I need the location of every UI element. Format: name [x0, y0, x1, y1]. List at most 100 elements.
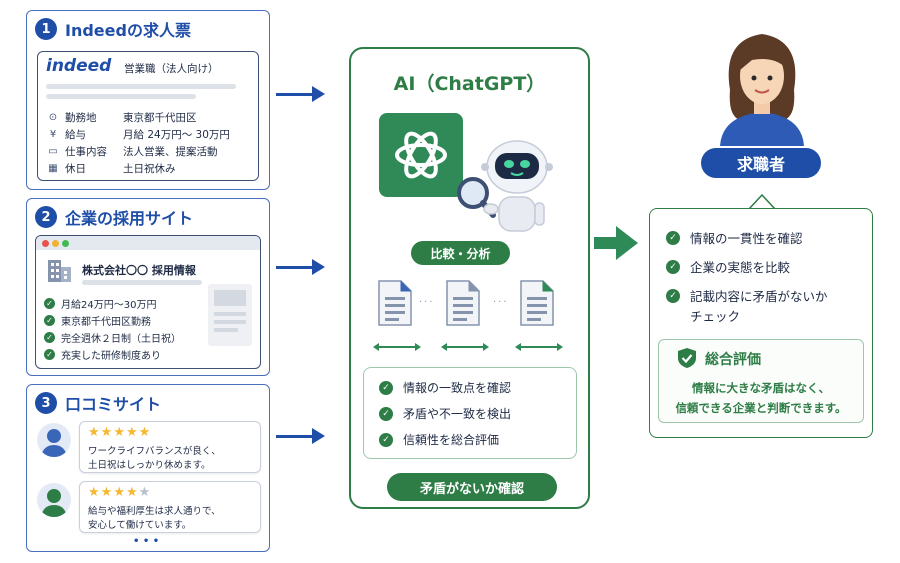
company-info-text: 充実した研修制度あり: [61, 351, 161, 362]
check-icon: ✓: [44, 349, 55, 360]
arrow-head: [312, 86, 325, 102]
document-icon: [445, 279, 481, 327]
job-detail-value: 東京都千代田区: [123, 112, 197, 124]
job-title: 営業職（法人向け）: [124, 63, 219, 75]
arrow-head: [312, 428, 325, 444]
chatgpt-logo-icon: [379, 113, 463, 197]
company-site-panel-title: 企業の採用サイト: [65, 209, 194, 228]
ai-check-text: 情報の一致点を確認: [403, 381, 512, 395]
document-icon: [377, 279, 413, 327]
seeker-check-text: 情報の一貫性を確認: [690, 229, 803, 249]
company-info-item: ✓ 充実した研修制度あり: [44, 347, 161, 362]
star-icon: ★: [138, 425, 152, 440]
arrow-indeed-to-ai: [276, 93, 313, 96]
overall-evaluation-line-1: 情報に大きな矛盾はなく、: [692, 381, 830, 395]
building-icon: [48, 260, 71, 282]
job-detail-row: ¥給与月給 24万円〜 30万円: [46, 127, 230, 142]
job-detail-value: 法人営業、提案活動: [123, 146, 218, 158]
placeholder-line: [46, 84, 236, 89]
company-info-item: ✓月給24万円〜30万円: [44, 296, 156, 311]
company-info-text: 完全週休２日制（土日祝）: [61, 334, 181, 345]
job-detail-label: 仕事内容: [65, 146, 107, 158]
check-icon: ✓: [666, 260, 680, 274]
step-number-1: 1: [35, 18, 57, 40]
calendar-icon: ▦: [48, 163, 58, 174]
ellipsis-icon: ···: [419, 297, 435, 308]
check-icon: ✓: [379, 380, 393, 395]
reviewer-avatar: [37, 483, 71, 517]
seeker-check-item: ✓情報の一貫性を確認: [666, 229, 803, 249]
star-icon: ★: [113, 485, 126, 500]
company-info-item: ✓ 完全週休２日制（土日祝）: [44, 330, 181, 345]
ai-check-item: ✓ 信頼性を総合評価: [379, 431, 499, 448]
check-icon: ✓: [44, 298, 55, 309]
arrow-reviews-to-ai: [276, 435, 313, 438]
star-icon: ★: [138, 485, 152, 500]
overall-evaluation-title: 総合評価: [705, 352, 761, 368]
star-rating: ★★★★★: [88, 425, 151, 440]
double-arrow-icon: [441, 337, 489, 351]
star-icon: ★: [125, 425, 139, 440]
indeed-logo: indeed: [46, 56, 112, 76]
seeker-check-text: 記載内容に矛盾がないかチェック: [690, 287, 828, 327]
confirm-consistency-label: 矛盾がないか確認: [387, 473, 557, 501]
ai-analysis-panel: AI（ChatGPT） 比較・分析: [349, 47, 590, 509]
job-seeker-avatar: [720, 34, 804, 146]
seeker-check-line: 企業の実態を比較: [690, 260, 791, 275]
check-icon: ✓: [44, 315, 55, 326]
job-detail-row: ⊙ 勤務地 東京都千代田区: [46, 110, 197, 125]
reviewer-avatar: [37, 423, 71, 457]
step-number-3: 3: [35, 392, 57, 414]
job-posting-card: indeed 営業職（法人向け） ⊙ 勤務地 東京都千代田区 ¥給与月給 24万円〜 …: [37, 51, 259, 181]
location-icon: ⊙: [48, 112, 58, 123]
seeker-check-text: 企業の実態を比較: [690, 258, 790, 278]
window-maximize-dot: [62, 240, 69, 247]
company-site-panel: 2 企業の採用サイト 株式会社〇〇 採用情報 ✓月給24万円〜30万円✓東京都千…: [26, 198, 270, 376]
result-arrow: [594, 226, 638, 260]
window-minimize-dot: [52, 240, 59, 247]
double-arrow-icon: [373, 337, 421, 351]
overall-evaluation-box: 総合評価 情報に大きな矛盾はなく、 信頼できる企業と判断できます。: [658, 339, 864, 423]
overall-evaluation-line-2: 信頼できる企業と判断できます。: [675, 401, 847, 415]
star-icon: ★: [113, 425, 126, 440]
shield-check-icon: [678, 348, 696, 368]
check-icon: ✓: [379, 432, 393, 447]
job-detail-value: 土日祝休み: [123, 163, 176, 175]
placeholder-line: [82, 280, 202, 285]
star-rating: ★★★★★: [88, 485, 151, 500]
review-text: ワークライフバランスが良く、: [88, 446, 221, 457]
ai-check-item: ✓ 矛盾や不一致を検出: [379, 405, 511, 422]
double-arrow-icon: [515, 337, 563, 351]
browser-window: 株式会社〇〇 採用情報 ✓月給24万円〜30万円✓東京都千代田区勤務✓完全週休２…: [35, 235, 261, 369]
job-seeker-label: 求職者: [701, 148, 821, 178]
step-number-2: 2: [35, 206, 57, 228]
ellipsis-icon: ···: [493, 297, 509, 308]
seeker-checklist-box: ✓情報の一貫性を確認 ✓ 企業の実態を比較 ✓ 記載内容に矛盾がないかチェック 総合評価…: [649, 208, 873, 438]
compare-analyze-label: 比較・分析: [411, 241, 510, 265]
more-dots: • • •: [133, 536, 160, 547]
job-detail-label: 勤務地: [65, 112, 97, 124]
check-icon: ✓: [666, 289, 680, 303]
check-icon: ✓: [44, 332, 55, 343]
ai-check-text: 信頼性を総合評価: [403, 433, 500, 447]
star-icon: ★: [100, 425, 114, 440]
ai-title: AI（ChatGPT）: [393, 73, 546, 95]
browser-titlebar: [36, 236, 260, 250]
job-detail-label: 給与: [65, 129, 86, 141]
seeker-check-item: ✓ 企業の実態を比較: [666, 258, 790, 278]
review-card: ★★★★★給与や福利厚生は求人通りで、安心して働けています。: [79, 481, 261, 533]
check-icon: ✓: [379, 406, 393, 421]
placeholder-line: [46, 94, 196, 99]
robot-icon: [457, 140, 553, 232]
ai-check-item: ✓ 情報の一致点を確認: [379, 379, 511, 396]
indeed-panel: 1 Indeedの求人票 indeed 営業職（法人向け） ⊙勤務地東京都千代田…: [26, 10, 270, 190]
star-icon: ★: [88, 425, 101, 440]
star-icon: ★: [125, 485, 139, 500]
review-site-panel: 3 口コミサイト ★★★★★ワークライフバランスが良く、土日祝はしっかり休めます…: [26, 384, 270, 552]
review-card: ★★★★★ワークライフバランスが良く、土日祝はしっかり休めます。: [79, 421, 261, 473]
review-text: 土日祝はしっかり休めます。: [88, 460, 211, 471]
ai-check-text: 矛盾や不一致を検出: [403, 407, 512, 421]
window-close-dot: [42, 240, 49, 247]
job-detail-label: 休日: [65, 163, 86, 175]
star-icon: ★: [100, 485, 114, 500]
